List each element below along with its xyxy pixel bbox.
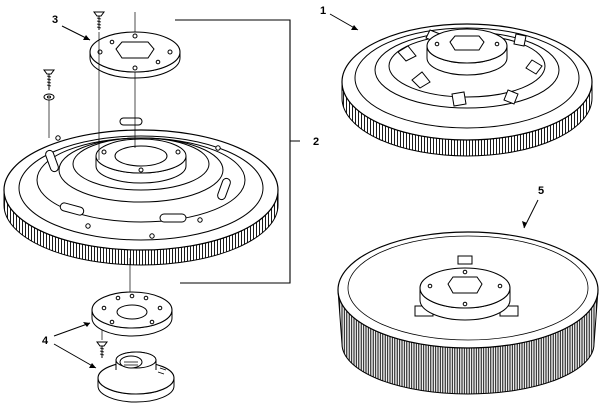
assembly-bracket <box>175 19 291 284</box>
screw-left <box>43 69 55 101</box>
callout-label-pad-driver: 1 <box>320 5 326 17</box>
clutch-plate <box>91 291 173 337</box>
screw-top <box>93 11 105 30</box>
callout-4: 4 <box>42 322 97 369</box>
brush <box>337 231 599 395</box>
callout-1: 1 <box>320 5 359 31</box>
callout-label-clutch: 4 <box>42 335 49 347</box>
callout-label-drive-assembly: 2 <box>313 136 319 148</box>
drive-plate <box>89 31 181 79</box>
callout-5: 5 <box>522 185 544 229</box>
drive-assembly-group <box>3 11 300 403</box>
drive-ring <box>3 117 279 266</box>
callout-2: 2 <box>313 136 319 148</box>
callout-label-drive-plate: 3 <box>52 14 58 26</box>
callout-3: 3 <box>52 14 91 41</box>
clutch-hub <box>97 351 175 403</box>
callout-label-brush: 5 <box>538 185 544 197</box>
screw-bottom <box>96 341 108 358</box>
pad-driver <box>341 23 593 157</box>
